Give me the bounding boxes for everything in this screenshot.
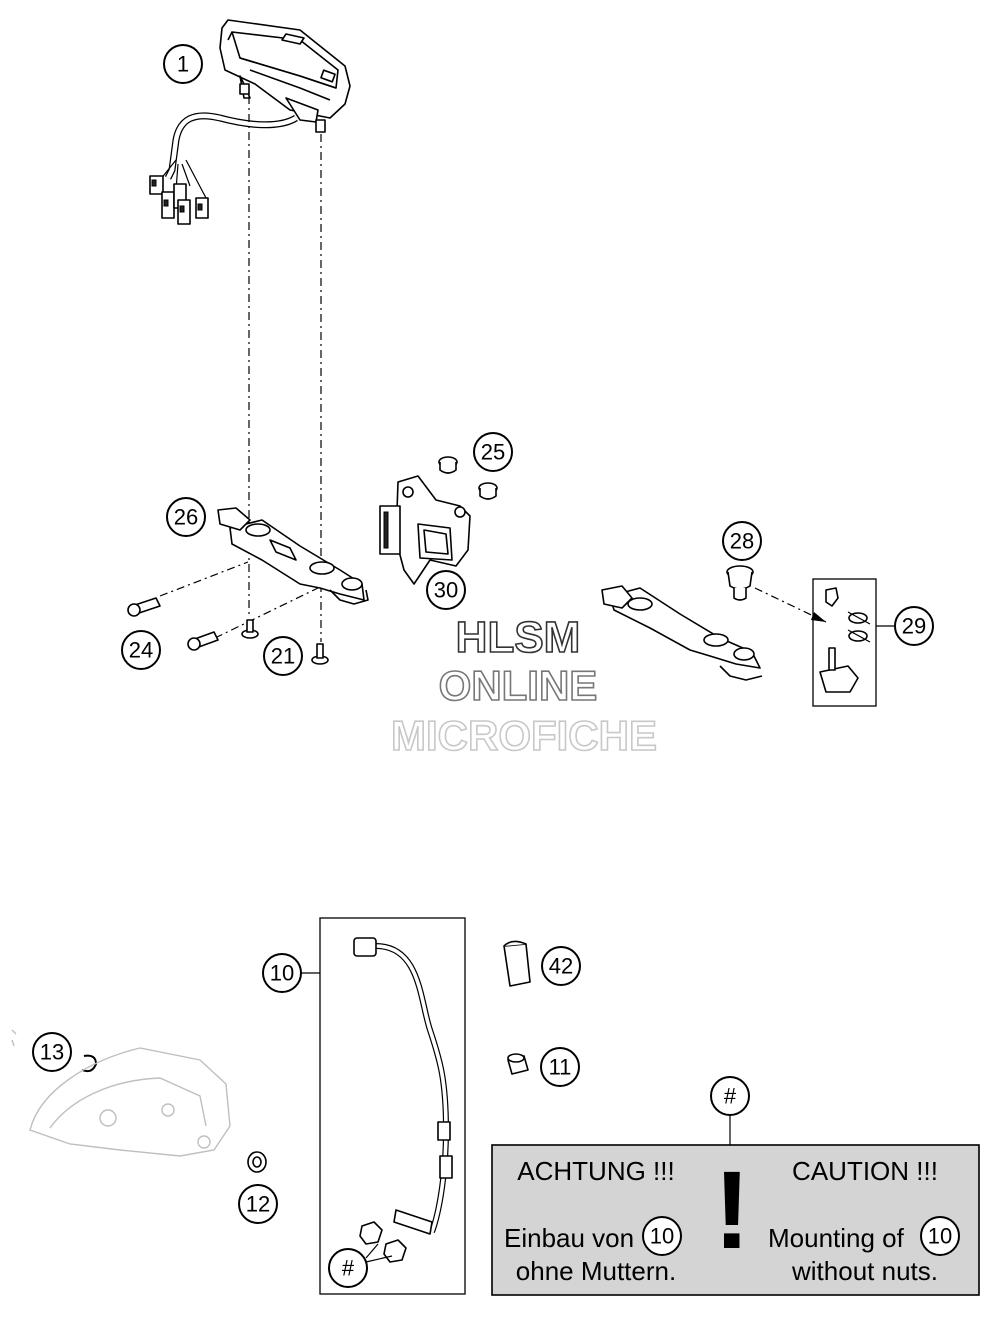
- callout-13: 13: [32, 1032, 72, 1072]
- callout-24: 24: [121, 630, 161, 670]
- notice-en-title: CAUTION !!!: [792, 1156, 938, 1186]
- svg-text:10: 10: [270, 961, 294, 986]
- callout-42: 42: [541, 946, 581, 986]
- svg-text:#: #: [724, 1084, 737, 1109]
- bushing-28: [726, 565, 754, 601]
- callout-hash-top: #: [710, 1076, 750, 1116]
- notice-de-title: ACHTUNG !!!: [517, 1156, 674, 1186]
- callout-12: 12: [238, 1184, 278, 1224]
- watermark-line3: MICROFICHE: [391, 712, 657, 759]
- notice-de-line2: ohne Muttern.: [516, 1256, 676, 1286]
- washer-12: [247, 1151, 267, 1173]
- callout-29: 29: [894, 606, 934, 646]
- screw-21-b: [241, 619, 259, 639]
- arrow-head-29: [811, 612, 826, 622]
- svg-text:29: 29: [902, 614, 926, 639]
- callout-leaders: [301, 625, 894, 1263]
- svg-text:24: 24: [129, 638, 153, 663]
- bushing-25: [438, 456, 498, 500]
- callout-11: 11: [540, 1047, 580, 1087]
- notice-de-ref: 10: [642, 1216, 682, 1256]
- svg-text:10: 10: [650, 1224, 674, 1249]
- clamp-bracket-left: [217, 507, 369, 605]
- svg-text:26: 26: [174, 505, 198, 530]
- screw-24: [127, 597, 161, 617]
- svg-text:1: 1: [177, 52, 189, 77]
- svg-text:21: 21: [271, 644, 295, 669]
- instrument-cluster: [149, 19, 351, 225]
- notice-en-line1: Mounting of: [768, 1223, 905, 1253]
- svg-text:30: 30: [434, 578, 458, 603]
- svg-text:#: #: [342, 1256, 355, 1281]
- callout-26: 26: [166, 497, 206, 537]
- screw-21-a: [187, 631, 219, 651]
- alignment-lines: [159, 96, 827, 642]
- clip-11: [507, 1053, 529, 1075]
- svg-text:42: 42: [549, 954, 573, 979]
- svg-text:25: 25: [481, 440, 505, 465]
- callout-1: 1: [163, 44, 203, 84]
- notice-en-ref: 10: [920, 1216, 960, 1256]
- holder-bracket-30: [379, 475, 471, 585]
- svg-text:10: 10: [928, 1224, 952, 1249]
- exclamation-icon: !: [714, 1149, 751, 1272]
- callout-10: 10: [262, 953, 302, 993]
- svg-text:28: 28: [730, 529, 754, 554]
- clip-42: [503, 940, 531, 987]
- svg-text:13: 13: [40, 1040, 64, 1065]
- watermark-line1: HLSM: [456, 613, 581, 662]
- kit-29: [812, 578, 877, 707]
- callout-21: 21: [263, 636, 303, 676]
- clamp-bracket-right: [601, 585, 763, 681]
- svg-text:11: 11: [549, 1055, 572, 1080]
- notice-box: ACHTUNG !!! CAUTION !!! ! Einbau von 10 …: [491, 1144, 980, 1296]
- callout-30: 30: [426, 570, 466, 610]
- watermark-line2: ONLINE: [439, 662, 598, 709]
- notice-background: [491, 1144, 980, 1296]
- callout-25: 25: [473, 432, 513, 472]
- notice-en-line2: without nuts.: [791, 1256, 938, 1286]
- svg-text:12: 12: [246, 1192, 270, 1217]
- notice-de-line1: Einbau von: [504, 1223, 634, 1253]
- callout-hash-bottom: #: [328, 1248, 368, 1288]
- callout-28: 28: [722, 521, 762, 561]
- cable-kit-10: [319, 917, 466, 1295]
- engine-cover-ghost: [11, 1029, 231, 1157]
- watermark: HLSM ONLINE MICROFICHE: [390, 612, 658, 760]
- screw-21-c: [311, 643, 329, 665]
